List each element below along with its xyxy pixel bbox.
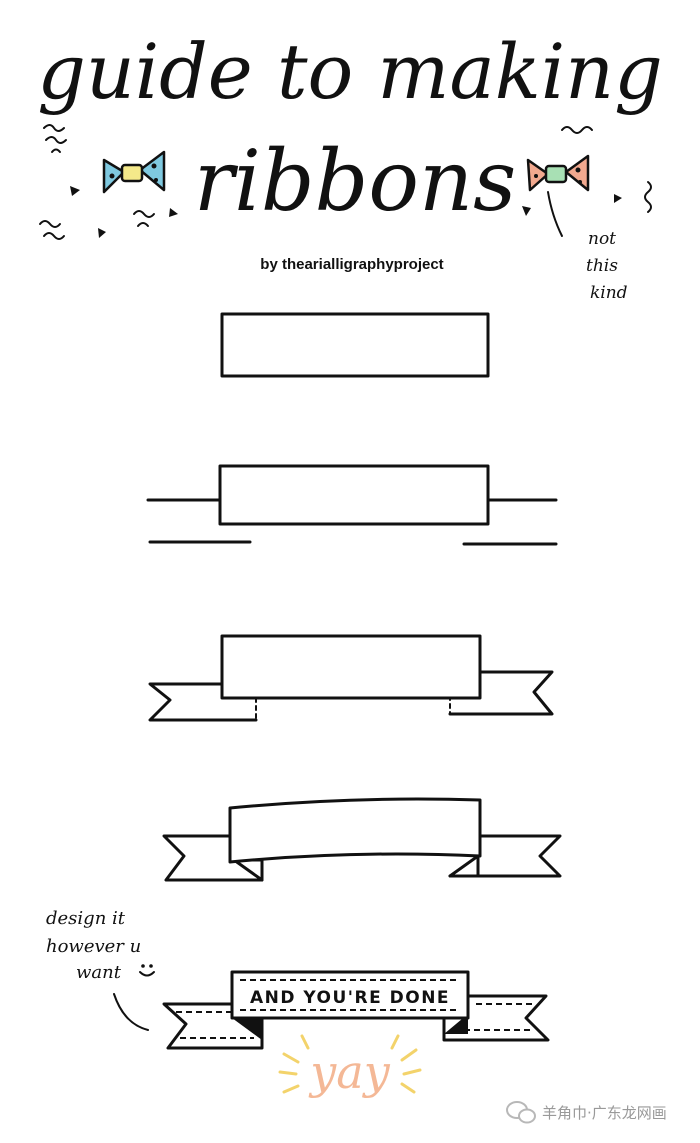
svg-text:design it: design it [46, 908, 126, 929]
svg-text:this: this [586, 256, 618, 276]
aside-arrow [547, 191, 563, 237]
smiley-icon [139, 964, 155, 977]
svg-text:not: not [588, 229, 616, 249]
step-4-ribbon [162, 797, 562, 882]
svg-text:kind: kind [590, 283, 628, 303]
step-5-ribbon: AND YOU'RE DONE [162, 970, 550, 1050]
aside-note: not this kind [586, 229, 628, 303]
byline: by thearialligraphyproject [260, 256, 443, 273]
wechat-icon [506, 1101, 536, 1124]
svg-text:羊角巾·广东龙网画: 羊角巾·广东龙网画 [542, 1104, 667, 1122]
yay-text: yay [308, 1045, 390, 1099]
watermark: 羊角巾·广东龙网画 [506, 1101, 667, 1124]
final-side-note: design it however u want [46, 908, 141, 983]
bow-tie-left-icon [102, 150, 166, 194]
step-1-ribbon [220, 312, 490, 378]
title-line-1: guide to making [37, 27, 662, 116]
side-note-arrow [113, 993, 149, 1031]
step-3-ribbon [148, 634, 554, 722]
svg-text:however u: however u [46, 936, 141, 957]
title-line-2: ribbons [194, 132, 516, 230]
step-2-ribbon [146, 464, 558, 546]
yay-sparkles [278, 1034, 422, 1094]
bow-tie-right-icon [526, 154, 590, 192]
final-banner-text: AND YOU'RE DONE [250, 988, 450, 1008]
confetti-decor [39, 124, 652, 240]
svg-text:want: want [76, 962, 122, 983]
